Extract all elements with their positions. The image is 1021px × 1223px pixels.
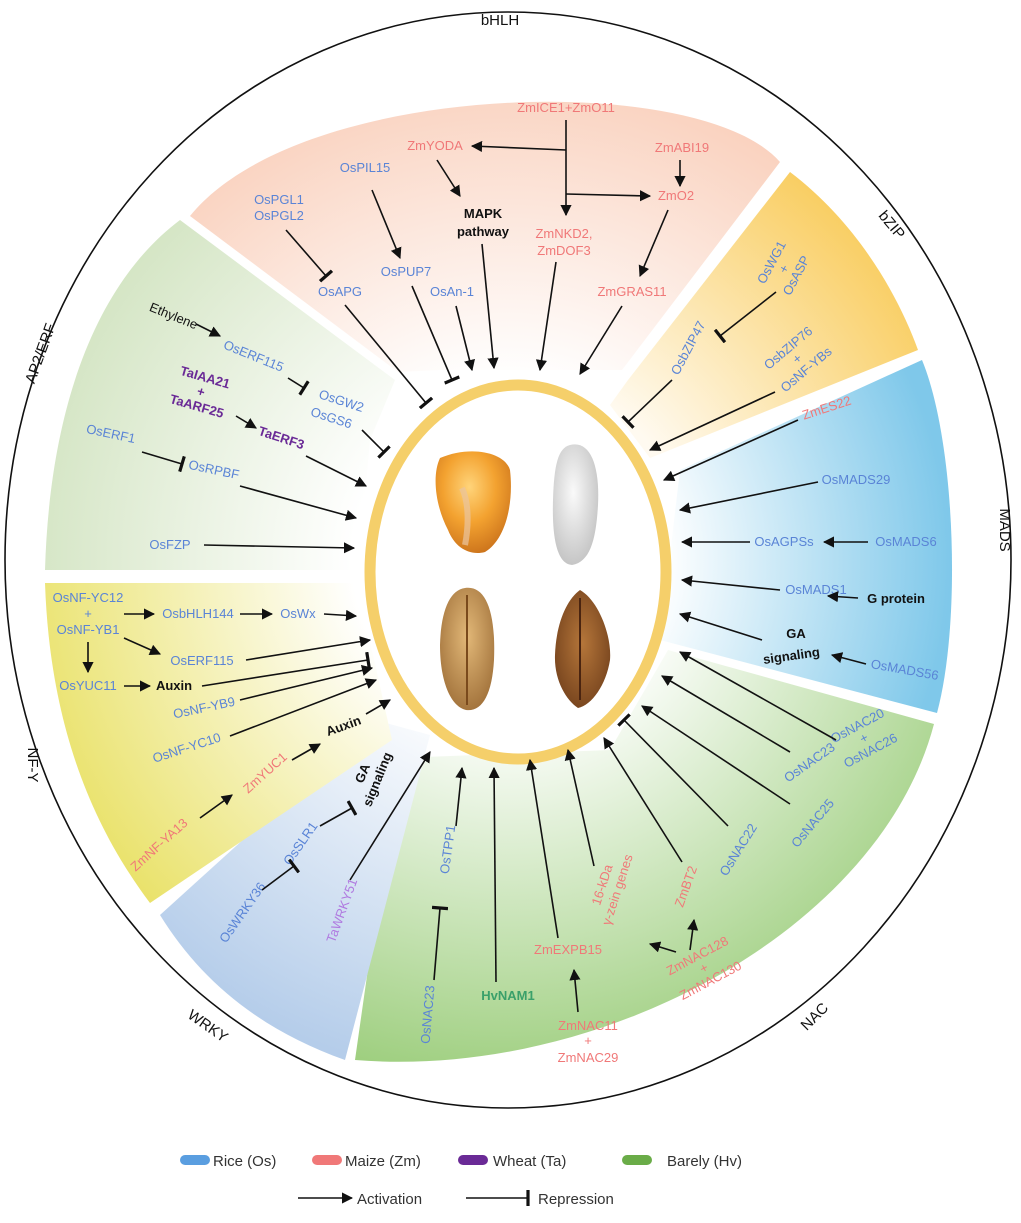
gene-osan1: OsAn-1	[430, 284, 474, 299]
sector-nac	[355, 650, 934, 1062]
legend-label-activation: Activation	[357, 1191, 422, 1208]
gene-osnac23-lower: OsNAC23	[417, 985, 437, 1045]
legend-label-repression: Repression	[538, 1191, 614, 1208]
legend-label-barley: Barely (Hv)	[667, 1153, 742, 1170]
legend: Rice (Os) Maize (Zm) Wheat (Ta) Barely (…	[180, 1153, 742, 1208]
barley-grain	[554, 590, 611, 708]
grain-images	[435, 444, 611, 711]
maize-kernel	[435, 451, 511, 554]
gene-zmabi19: ZmABI19	[655, 140, 709, 155]
gene-osbhlh144: OsbHLH144	[162, 606, 234, 621]
gene-ospup7: OsPUP7	[381, 264, 432, 279]
mapk-pathway-line1: MAPK	[464, 206, 503, 221]
sector-bhlh	[190, 101, 780, 372]
gene-zmo2: ZmO2	[658, 188, 694, 203]
ga-signaling-wrky-line1: GA	[352, 761, 373, 785]
sector-wrky	[160, 720, 430, 1060]
gene-zmnkd2: ZmNKD2,	[535, 226, 592, 241]
legend-swatch-barley	[622, 1155, 652, 1165]
gene-zmyoda: ZmYODA	[407, 138, 463, 153]
gene-zmice1-zmo11: ZmICE1+ZmO11	[517, 100, 615, 115]
g-protein: G protein	[867, 591, 925, 606]
plus-nac-3: +	[584, 1033, 592, 1048]
gene-zmnac29: ZmNAC29	[558, 1050, 619, 1065]
nfy-network: OsNF-YC12 + OsNF-YB1 OsbHLH144 OsWx OsER…	[53, 590, 391, 874]
gene-ospgl1: OsPGL1	[254, 192, 304, 207]
gene-oswx: OsWx	[280, 606, 316, 621]
gene-osnfyb1: OsNF-YB1	[57, 622, 120, 637]
gene-osmads29: OsMADS29	[822, 472, 891, 487]
outer-ellipse	[4, 11, 1012, 1109]
gene-zmgras11: ZmGRAS11	[597, 284, 666, 299]
sector-nfy	[45, 583, 392, 903]
family-bzip: bZIP	[875, 208, 908, 243]
gene-osagpss: OsAGPSs	[754, 534, 814, 549]
gene-osmads1: OsMADS1	[785, 582, 846, 597]
gene-zmdof3: ZmDOF3	[537, 243, 590, 258]
legend-label-rice: Rice (Os)	[213, 1153, 276, 1170]
gene-zmexpb15: ZmEXPB15	[534, 942, 602, 957]
legend-label-maize: Maize (Zm)	[345, 1153, 421, 1170]
family-nfy: NF-Y	[24, 748, 41, 783]
legend-swatch-wheat	[458, 1155, 488, 1165]
legend-label-wheat: Wheat (Ta)	[493, 1153, 566, 1170]
sector-bzip	[610, 172, 918, 458]
mapk-pathway-line2: pathway	[457, 224, 510, 239]
gene-osmads6: OsMADS6	[875, 534, 936, 549]
bhlh-network: ZmICE1+ZmO11 ZmYODA ZmABI19 OsPIL15 MAPK…	[254, 100, 709, 410]
rice-grain	[552, 444, 599, 565]
ga-signaling-mads-line1: GA	[786, 626, 806, 641]
plus-ap2: +	[195, 383, 207, 400]
gene-ospgl2: OsPGL2	[254, 208, 304, 223]
gene-zmnac11: ZmNAC11	[558, 1018, 618, 1033]
auxin-nfy-1: Auxin	[156, 678, 192, 693]
family-ap2: AP2/ERF	[22, 321, 59, 386]
family-mads: MADS	[996, 508, 1013, 551]
gene-oserf115-nfy: OsERF115	[170, 653, 233, 668]
family-bhlh: bHLH	[481, 12, 519, 29]
center-ring	[364, 379, 672, 765]
gene-osapg: OsAPG	[318, 284, 362, 299]
legend-swatch-rice	[180, 1155, 210, 1165]
gene-osyuc11: OsYUC11	[59, 678, 117, 693]
gene-osnfyc12: OsNF-YC12	[53, 590, 124, 605]
sector-ap2	[45, 220, 395, 570]
legend-swatch-maize	[312, 1155, 342, 1165]
gene-ostpp1: OsTPP1	[437, 824, 459, 875]
plus-nfy: +	[84, 606, 92, 621]
gene-osfzp: OsFZP	[149, 537, 190, 552]
gene-hvnam1: HvNAM1	[481, 988, 534, 1003]
gene-ospil15: OsPIL15	[340, 160, 391, 175]
